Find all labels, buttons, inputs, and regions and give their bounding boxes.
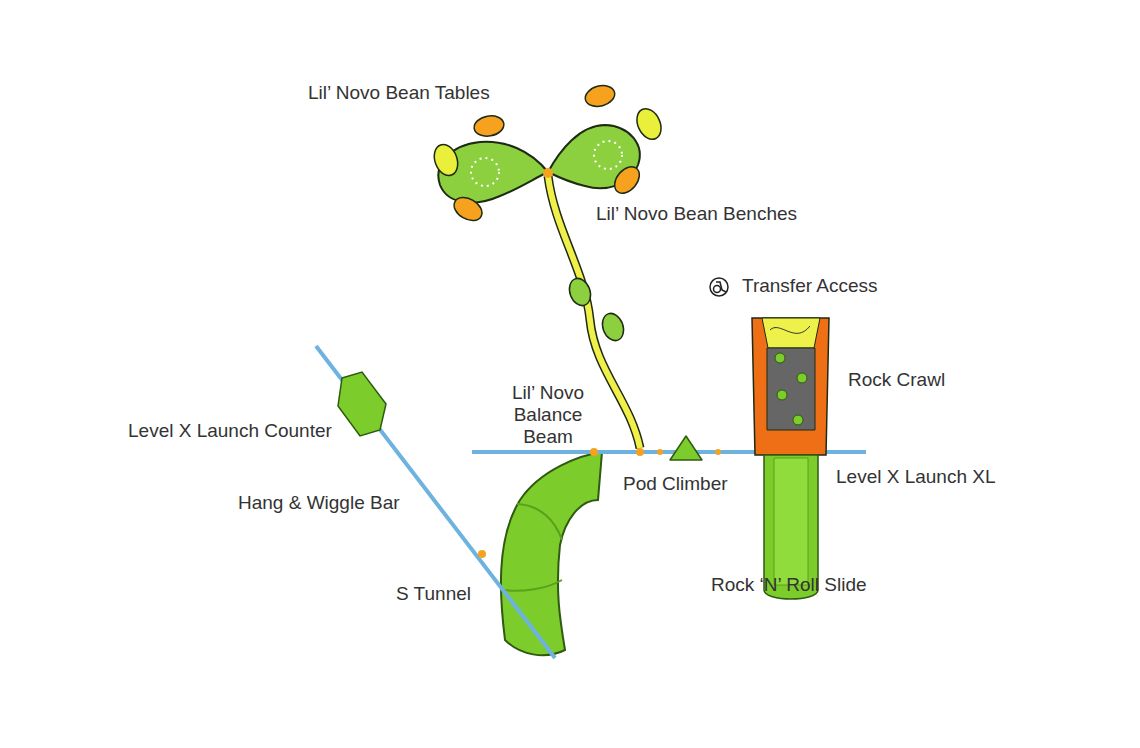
part-label: S Tunnel — [396, 583, 471, 605]
bar-joints — [478, 448, 721, 558]
launch-counter — [338, 372, 386, 436]
post — [543, 168, 553, 178]
part-label: Rock ‘N’ Roll Slide — [711, 574, 867, 596]
pod-climber — [670, 436, 702, 460]
part-label: Level X Launch XL — [836, 466, 996, 488]
part-label: Rock Crawl — [848, 369, 945, 391]
part-label: Level X Launch Counter — [128, 420, 332, 442]
part-label: Lil’ Novo Bean Tables — [308, 82, 490, 104]
bean-tables — [438, 125, 639, 203]
s-tunnel — [501, 452, 602, 655]
beam-pods — [566, 275, 627, 343]
part-label: Lil’ Novo Balance Beam — [496, 382, 600, 448]
part-label: Transfer Access — [742, 275, 878, 297]
accessibility-icon — [710, 278, 728, 296]
part-label: Hang & Wiggle Bar — [238, 492, 400, 514]
rock-crawl-tower — [752, 318, 829, 455]
slide-bed — [774, 458, 808, 585]
part-label: Lil’ Novo Bean Benches — [596, 203, 797, 225]
part-label: Pod Climber — [623, 473, 728, 495]
